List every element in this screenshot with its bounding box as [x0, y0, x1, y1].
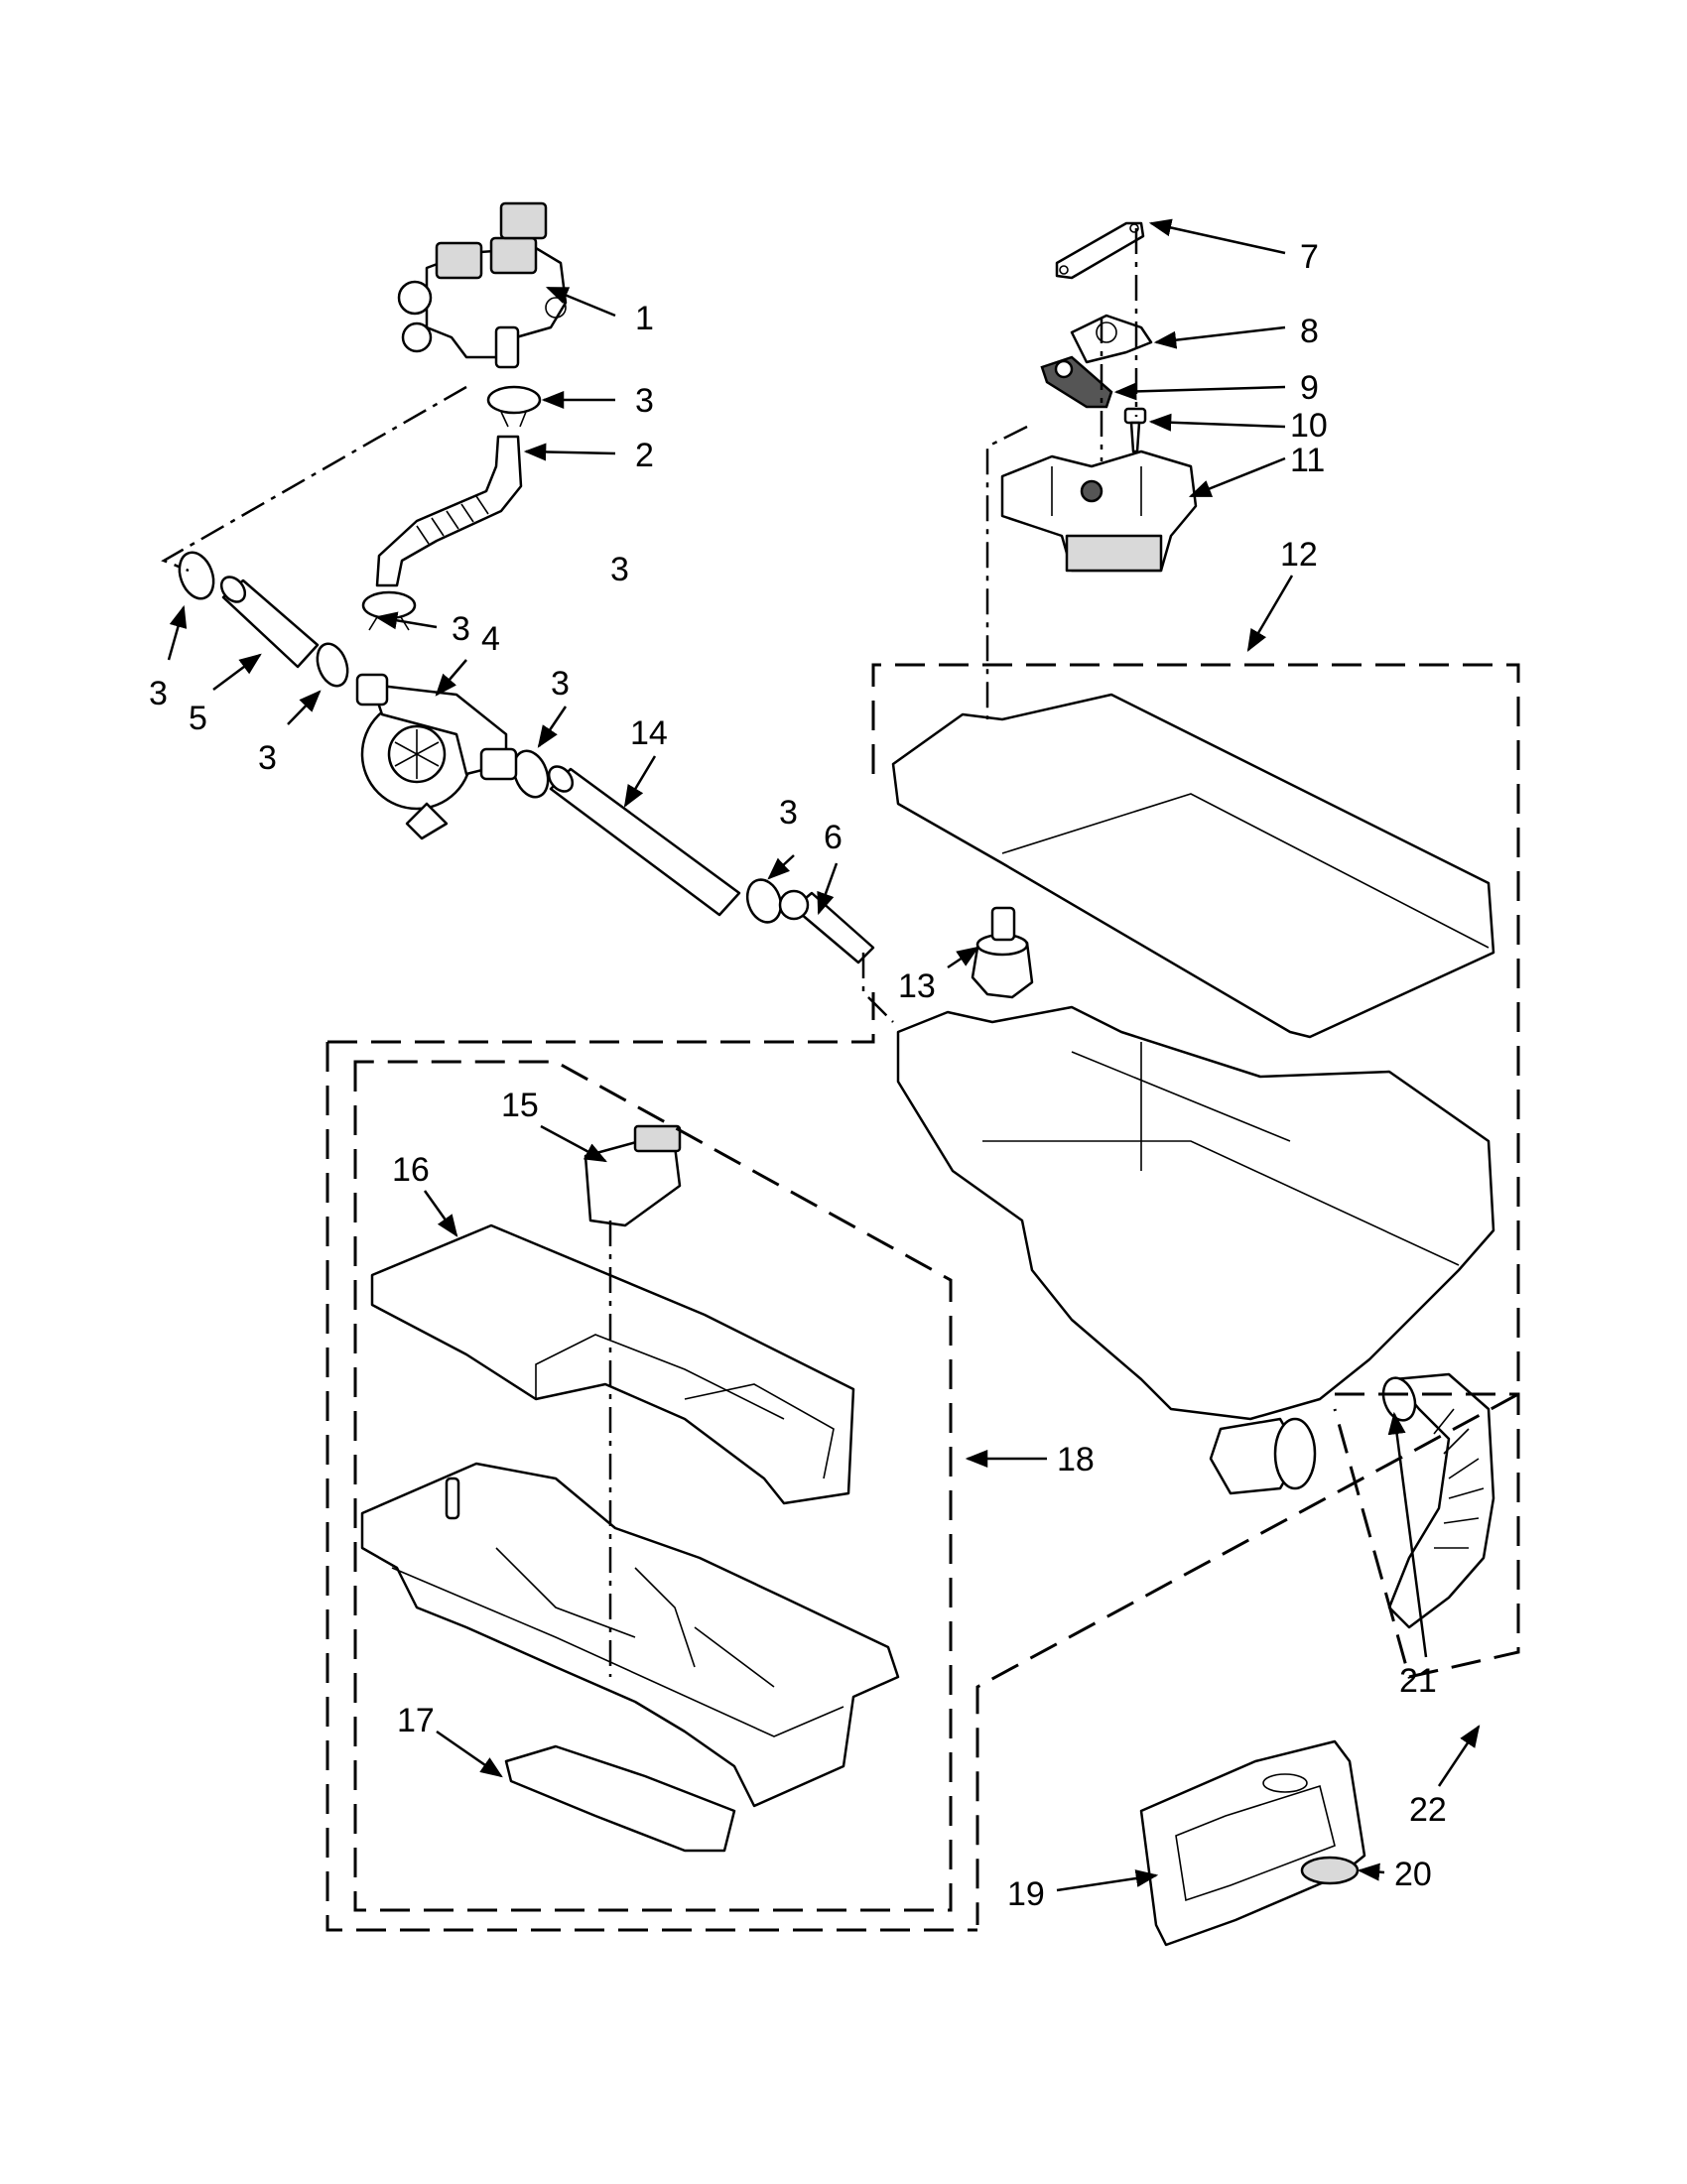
callout-18: 18 — [1057, 1441, 1095, 1478]
clamp-near-valve[interactable] — [486, 385, 542, 428]
callout-3: 3 — [551, 665, 570, 703]
part-cam-plate[interactable] — [1070, 314, 1153, 364]
part-logo-badge[interactable] — [1300, 1856, 1360, 1885]
callout-1: 1 — [635, 300, 654, 337]
hose-group-outline-21-22 — [1333, 1392, 1520, 1679]
callout-3: 3 — [149, 675, 168, 712]
clamp-hose-lower[interactable] — [361, 590, 417, 631]
part-tray-cover[interactable] — [370, 1223, 855, 1505]
part-drawer-trim[interactable] — [504, 1744, 736, 1853]
callout-8: 8 — [1300, 313, 1319, 350]
callout-13: 13 — [898, 967, 936, 1005]
part-dispenser-drawer[interactable] — [360, 1462, 900, 1808]
callout-3: 3 — [452, 610, 470, 648]
part-long-hose[interactable] — [544, 762, 741, 917]
part-bellows-hose[interactable] — [1377, 1372, 1495, 1629]
dispenser-group-outline-12 — [871, 663, 1520, 1925]
callout-19: 19 — [1007, 1875, 1045, 1913]
clamp-hose14-end[interactable] — [741, 875, 786, 927]
callout-4: 4 — [481, 620, 500, 658]
callout-10: 11 — [1290, 442, 1325, 479]
callout-labels: 1 2 3 3 3 3 3 3 3 4 5 6 7 8 9 10 11 12 1… — [149, 238, 1447, 1913]
callout-7: 7 — [1300, 238, 1319, 276]
part-gasket[interactable] — [1040, 355, 1113, 409]
callout-20: 20 — [1394, 1856, 1432, 1893]
part-pump[interactable] — [355, 673, 518, 840]
part-cup[interactable] — [971, 906, 1034, 999]
callout-15: 15 — [501, 1087, 539, 1124]
callout-14: 14 — [630, 714, 668, 752]
callout-2: 2 — [635, 437, 654, 474]
callout-21: 21 — [1399, 1662, 1437, 1700]
part-water-inlet-valve[interactable] — [397, 201, 568, 369]
part-actuator-block[interactable] — [584, 1124, 682, 1227]
callout-5: 5 — [189, 700, 207, 737]
callout-16: 16 — [392, 1151, 430, 1189]
part-dispenser-housing[interactable] — [891, 693, 1495, 1495]
part-actuator[interactable] — [1000, 450, 1198, 573]
callout-3: 3 — [610, 551, 629, 588]
part-fitting[interactable] — [778, 889, 875, 964]
clamp-left-end[interactable] — [174, 548, 219, 603]
leader-arrows — [167, 218, 1481, 1892]
callout-3: 3 — [779, 794, 798, 832]
callout-22: 22 — [1409, 1791, 1447, 1829]
part-link-arm[interactable] — [1055, 221, 1145, 280]
alignment-lines — [161, 228, 1138, 1677]
tray-group-outline-18 — [325, 992, 977, 1932]
callout-9: 9 — [1300, 369, 1319, 407]
callout-3: 3 — [258, 739, 277, 777]
clamp-pipe5-right[interactable] — [312, 640, 352, 691]
callout-6: 6 — [824, 819, 843, 856]
part-drawer-panel[interactable] — [1139, 1739, 1366, 1947]
callout-3: 3 — [635, 382, 654, 420]
part-short-hose[interactable] — [216, 573, 320, 669]
callout-11: 10 — [1290, 407, 1328, 445]
clamp-pump-outlet[interactable] — [508, 746, 554, 802]
part-valve-hose[interactable] — [375, 435, 523, 587]
callout-17: 17 — [397, 1702, 435, 1739]
callout-12: 12 — [1280, 536, 1318, 574]
